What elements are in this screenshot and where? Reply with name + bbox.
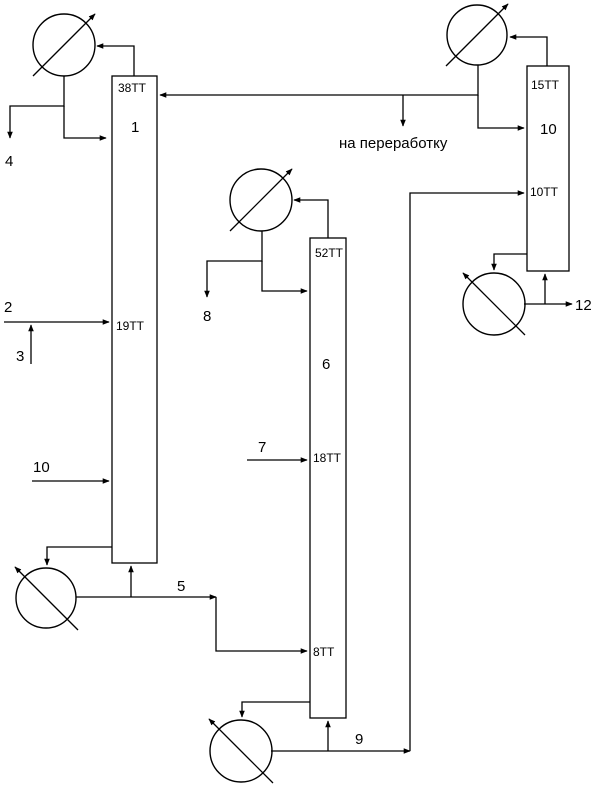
stream-5-label: 5 (177, 578, 185, 595)
column-10-bottoms-line (491, 253, 527, 271)
column-1-bottoms-line (44, 546, 112, 566)
reboiler-1-icon (14, 566, 79, 631)
column-10-reflux-line (477, 95, 525, 131)
column-6-overhead-line (293, 197, 329, 238)
stream-10-label: 10 (33, 459, 50, 476)
stream-5-line-b (215, 597, 308, 654)
stream-9-label: 9 (355, 731, 363, 748)
condenser-10-icon (445, 3, 509, 67)
stream-8-label: 8 (203, 308, 211, 325)
to-processing-label: на переработку (339, 135, 448, 152)
stream-4-label: 4 (5, 153, 13, 170)
column-10 (526, 65, 570, 272)
column-1-feed-tray: 19ТТ (116, 319, 145, 333)
column-6-feed-tray: 18ТТ (313, 451, 342, 465)
column-10-feed-tray: 10ТТ (530, 185, 559, 199)
column-6 (309, 237, 347, 719)
reboiler-6-icon (208, 718, 274, 784)
stream-8-line (204, 231, 263, 298)
stream-12-label: 12 (575, 297, 592, 314)
column-6-top-tray: 52ТТ (315, 246, 344, 260)
column-1 (111, 75, 158, 564)
reboiler-10-icon (462, 272, 526, 336)
column-10-number: 10 (540, 121, 557, 138)
column-10-overhead-line (509, 34, 548, 66)
column-10-distillate-line (159, 65, 479, 98)
stream-9-line-b (409, 190, 525, 751)
stream-7-label: 7 (258, 439, 266, 456)
column-1-reflux-line (63, 106, 107, 141)
column-6-bottoms-line (239, 701, 310, 718)
condenser-6-icon (229, 168, 293, 232)
stream-4-line (7, 76, 65, 139)
column-6-number: 6 (322, 356, 330, 373)
condenser-1-icon (32, 13, 96, 77)
column-1-number: 1 (131, 119, 139, 136)
column-6-bottom-feed-tray: 8ТТ (313, 645, 335, 659)
column-1-overhead-line (96, 43, 135, 76)
column-10-top-tray: 15ТТ (531, 78, 560, 92)
column-1-top-tray: 38ТТ (118, 81, 147, 95)
column-6-reflux-line (261, 261, 308, 294)
stream-3-label: 3 (16, 348, 24, 365)
stream-2-label: 2 (4, 299, 12, 316)
